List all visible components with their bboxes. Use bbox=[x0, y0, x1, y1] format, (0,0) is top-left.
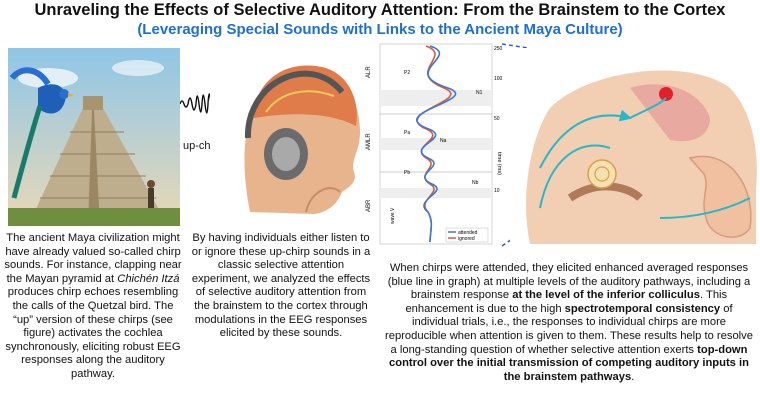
col3-text-a: When chirps were attended, they elicited… bbox=[387, 262, 751, 302]
tick-100: 100 bbox=[494, 76, 503, 82]
amlr-label: AMLR bbox=[366, 133, 372, 150]
peak-pa: Pa bbox=[404, 130, 410, 136]
experiment-paragraph: By having individuals either listen to o… bbox=[188, 232, 374, 341]
peak-na: Na bbox=[440, 138, 447, 144]
legend-attended: attended bbox=[458, 230, 478, 236]
tick-10: 10 bbox=[494, 188, 500, 194]
tick-250: 250 bbox=[494, 46, 503, 52]
col3-bold-c: top-down control over the initial transm… bbox=[389, 343, 749, 383]
col3-text-b: . This enhancement is due to the high bbox=[405, 289, 728, 315]
time-axis-label: time (ms) bbox=[496, 152, 502, 175]
page-title: Unraveling the Effects of Selective Audi… bbox=[34, 1, 726, 19]
col3-text-c: of individual trials, i.e., the response… bbox=[385, 302, 753, 356]
tick-50: 50 bbox=[494, 116, 500, 122]
page-subtitle: (Leveraging Special Sounds with Links to… bbox=[137, 21, 623, 38]
quetzal-bird-icon bbox=[9, 67, 74, 199]
headphone-icon bbox=[264, 128, 308, 180]
listener-head-illustration bbox=[210, 42, 370, 224]
graph-legend: attended ignored bbox=[445, 227, 489, 243]
legend-ignored: ignored bbox=[458, 236, 475, 242]
abr-label: ABR bbox=[366, 199, 372, 212]
ear-anatomy-illustration bbox=[510, 48, 760, 244]
col3-text-d: . bbox=[631, 370, 635, 383]
col1-text-b: produces chirp echoes resembling the cal… bbox=[5, 286, 181, 380]
alr-label: ALR bbox=[366, 66, 372, 78]
results-paragraph: When chirps were attended, they elicited… bbox=[382, 262, 756, 384]
chirp-wave-icon bbox=[180, 93, 214, 115]
peak-pb: Pb bbox=[404, 170, 410, 176]
wave-v-label: wave V bbox=[390, 207, 396, 224]
col2-text: By having individuals either listen to o… bbox=[191, 232, 371, 340]
peak-n1: N1 bbox=[476, 90, 483, 96]
peak-nb: Nb bbox=[472, 180, 479, 186]
attended-trace bbox=[416, 45, 457, 243]
inferior-colliculus-marker bbox=[659, 87, 673, 101]
col3-bold-b: spectrotemporal consistency bbox=[564, 302, 721, 315]
headphone-band bbox=[244, 70, 345, 139]
eeg-response-graph: ALR AMLR ABR P2 N1 Pa Na Pb Nb wave V ti… bbox=[366, 43, 503, 245]
pyramid-shape bbox=[28, 108, 168, 226]
col1-text-a: The ancient Maya civilization might have… bbox=[4, 232, 182, 285]
cochlea-icon bbox=[587, 159, 617, 189]
col3-bold-a: at the level of the inferior colliculus bbox=[512, 289, 700, 302]
maya-chirp-paragraph: The ancient Maya civilization might have… bbox=[4, 232, 182, 382]
peak-p2: P2 bbox=[404, 70, 410, 76]
maya-pyramid-illustration bbox=[8, 48, 180, 226]
person-figure bbox=[147, 180, 155, 208]
col1-place: Chichén Itzá bbox=[117, 272, 180, 285]
